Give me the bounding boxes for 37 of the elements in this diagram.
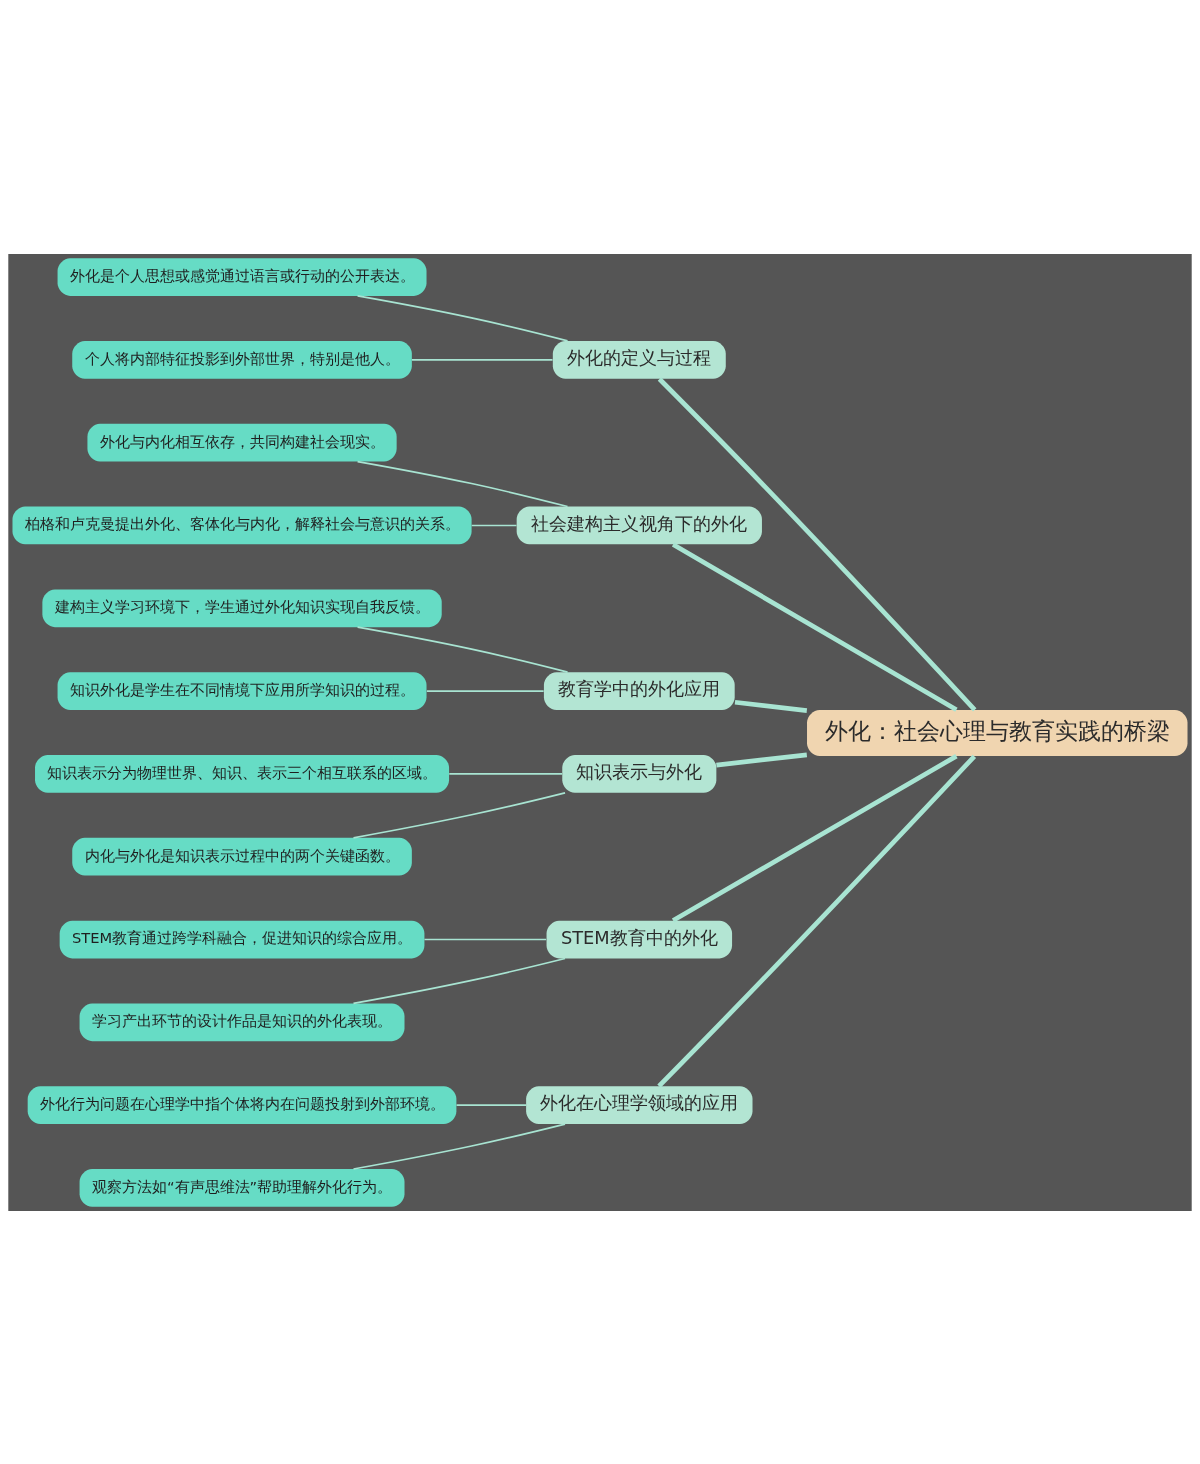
node-box: 学习产出环节的设计作品是知识的外化表现。 bbox=[79, 1002, 405, 1041]
node-box: 知识表示分为物理世界、知识、表示三个相互联系的区域。 bbox=[35, 754, 450, 793]
connector bbox=[411, 358, 554, 361]
node-box: 建构主义学习环境下，学生通过外化知识实现自我反馈。 bbox=[42, 588, 442, 627]
connector bbox=[734, 699, 808, 713]
connector bbox=[470, 524, 518, 526]
connector bbox=[423, 938, 547, 940]
connector bbox=[455, 1103, 527, 1106]
connector bbox=[352, 791, 566, 839]
node-box: 观察方法如“有声思维法”帮助理解外化行为。 bbox=[79, 1168, 405, 1207]
node-box: 知识外化是学生在不同情境下应用所学知识的过程。 bbox=[57, 671, 427, 710]
connector bbox=[356, 294, 569, 342]
connector bbox=[671, 753, 958, 923]
connector bbox=[352, 1122, 566, 1170]
connector bbox=[671, 542, 958, 712]
node-box: 知识表示与外化 bbox=[562, 754, 717, 793]
node-box: 外化是个人思想或感觉通过语言或行动的公开表达。 bbox=[57, 257, 427, 296]
node-box: 社会建构主义视角下的外化 bbox=[516, 506, 762, 544]
connector bbox=[352, 957, 566, 1004]
node-box: 柏格和卢克曼提出外化、客体化与内化，解释社会与意识的关系。 bbox=[12, 506, 472, 544]
node-box: 外化与内化相互依存，共同构建社会现实。 bbox=[87, 423, 397, 462]
connector bbox=[426, 689, 545, 692]
node-box: 外化：社会心理与教育实践的桥梁 bbox=[807, 709, 1188, 756]
node-box: 外化在心理学领域的应用 bbox=[526, 1085, 753, 1124]
connector bbox=[716, 751, 808, 767]
node-box: 个人将内部特征投影到外部世界，特别是他人。 bbox=[72, 340, 412, 379]
node-box: 外化行为问题在心理学中指个体将内在问题投射到外部环境。 bbox=[27, 1085, 457, 1124]
node-box: 教育学中的外化应用 bbox=[543, 671, 735, 710]
node-box: 内化与外化是知识表示过程中的两个关键函数。 bbox=[72, 837, 412, 876]
node-box: STEM教育通过跨学科融合，促进知识的综合应用。 bbox=[59, 920, 425, 958]
connector bbox=[657, 376, 977, 711]
connector bbox=[448, 772, 563, 775]
node-box: STEM教育中的外化 bbox=[546, 920, 733, 958]
connector bbox=[657, 754, 977, 1088]
connector bbox=[356, 460, 569, 507]
node-box: 外化的定义与过程 bbox=[552, 340, 726, 379]
connector bbox=[356, 625, 569, 673]
